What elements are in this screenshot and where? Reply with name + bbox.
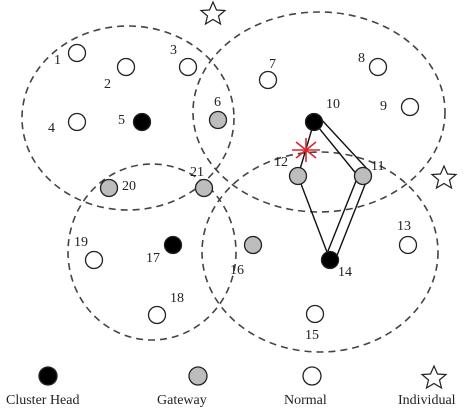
- node-label-3: 3: [170, 43, 177, 58]
- node-label-18: 18: [170, 291, 184, 306]
- legend-normal-icon: [302, 366, 322, 386]
- node-label-5: 5: [118, 113, 125, 128]
- node-label-17: 17: [146, 251, 160, 266]
- node-label-11: 11: [371, 159, 384, 174]
- link-12-14: [297, 175, 331, 261]
- node-label-6: 6: [214, 95, 221, 110]
- link-failure-marker: [292, 138, 320, 162]
- cluster-bottom-left: [67, 163, 237, 341]
- node-normal-18: [147, 305, 167, 325]
- node-normal-8: [368, 57, 388, 77]
- link-11-14-a: [325, 175, 359, 257]
- node-label-10: 10: [326, 97, 340, 112]
- links: [297, 117, 371, 261]
- node-label-15: 15: [305, 328, 319, 343]
- nodes: [67, 43, 420, 325]
- node-label-7: 7: [269, 57, 276, 72]
- node-gateway-12: [288, 166, 308, 186]
- node-label-13: 13: [397, 219, 411, 234]
- node-head-10: [304, 112, 324, 132]
- node-normal-7: [258, 70, 278, 90]
- node-normal-4: [67, 112, 87, 132]
- legend-gateway-icon: [188, 366, 208, 386]
- link-10-11-b: [319, 117, 371, 173]
- node-label-12: 12: [274, 155, 288, 170]
- cluster-top-left: [21, 25, 235, 211]
- legend-individual-icon: [420, 364, 448, 390]
- node-normal-13: [398, 235, 418, 255]
- node-head-5: [132, 112, 152, 132]
- individual-nodes: [199, 0, 458, 190]
- node-gateway-11: [353, 166, 373, 186]
- cluster-top-right: [192, 11, 446, 213]
- node-normal-15: [305, 304, 325, 324]
- cluster-bottom-right: [201, 151, 439, 353]
- node-normal-3: [178, 57, 198, 77]
- legend-individual-label: Individual: [398, 393, 456, 408]
- legend-normal-label: Normal: [284, 393, 327, 408]
- node-gateway-16: [243, 235, 263, 255]
- node-label-2: 2: [104, 77, 111, 92]
- individual-star-icon: [199, 0, 227, 26]
- node-label-4: 4: [48, 121, 55, 136]
- node-label-16: 16: [230, 263, 244, 278]
- node-normal-19: [84, 250, 104, 270]
- cluster-circles: [21, 11, 446, 353]
- legend-gateway-label: Gateway: [157, 393, 207, 408]
- node-label-19: 19: [74, 235, 88, 250]
- node-label-21: 21: [190, 165, 204, 180]
- node-normal-1: [67, 43, 87, 63]
- node-gateway-6: [208, 110, 228, 130]
- node-label-9: 9: [380, 99, 387, 114]
- node-label-20: 20: [122, 179, 136, 194]
- node-normal-2: [116, 57, 136, 77]
- individual-star-icon: [430, 164, 458, 190]
- link-11-14-b: [335, 171, 371, 259]
- legend-head-icon: [38, 366, 58, 386]
- link-10-11-a: [313, 121, 359, 177]
- node-label-8: 8: [358, 51, 365, 66]
- node-label-14: 14: [338, 265, 352, 280]
- node-head-14: [320, 250, 340, 270]
- node-gateway-20: [99, 178, 119, 198]
- node-gateway-21: [194, 178, 214, 198]
- node-head-17: [163, 235, 183, 255]
- node-normal-9: [400, 97, 420, 117]
- node-label-1: 1: [54, 53, 61, 68]
- legend: Cluster Head Gateway Normal Individual: [6, 364, 456, 408]
- legend-head-label: Cluster Head: [6, 393, 79, 408]
